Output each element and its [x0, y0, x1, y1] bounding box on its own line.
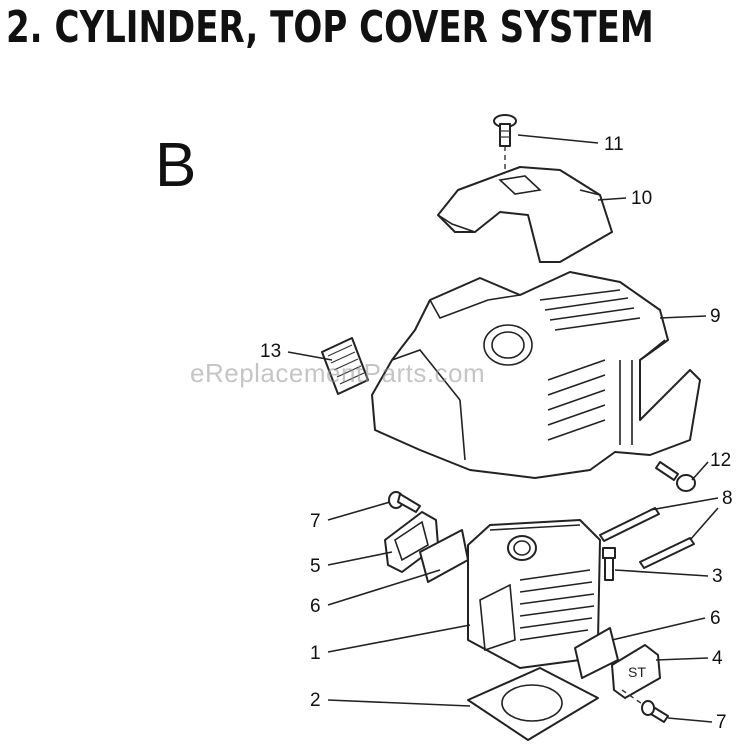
svg-text:ST: ST [628, 664, 646, 680]
part-11-screw[interactable] [493, 114, 517, 176]
callout-1: 1 [310, 643, 321, 664]
page-title: 2. CYLINDER, TOP COVER SYSTEM [6, 2, 654, 53]
section-label: B [155, 131, 197, 200]
callout-11: 11 [604, 134, 624, 155]
part-7-screw-lower[interactable] [641, 700, 669, 723]
part-4-plate[interactable]: ST [611, 644, 661, 709]
callout-6-lower: 6 [710, 608, 721, 629]
watermark: eReplacementParts.com [190, 358, 486, 388]
part-3-spark-plug[interactable] [602, 547, 616, 581]
part-12-bolt[interactable] [655, 461, 696, 492]
callout-4: 4 [712, 648, 723, 669]
callout-7-upper: 7 [310, 511, 321, 532]
part-13-label[interactable] [321, 337, 369, 395]
callout-3: 3 [712, 566, 723, 587]
callout-7-lower: 7 [716, 712, 727, 733]
callout-5: 5 [310, 556, 321, 577]
leader-lines [287, 134, 719, 723]
callout-13: 13 [260, 341, 282, 362]
part-8-studs[interactable] [599, 507, 695, 569]
callout-2: 2 [310, 690, 321, 711]
callout-9: 9 [710, 306, 721, 327]
part-10-top-cover[interactable] [437, 166, 613, 263]
callout-6-upper: 6 [310, 596, 321, 617]
callout-8: 8 [722, 488, 733, 509]
callout-10: 10 [631, 188, 653, 209]
callout-12: 12 [710, 450, 732, 471]
part-6-gasket-lower[interactable] [574, 627, 619, 679]
part-7-screw-upper[interactable] [388, 491, 421, 513]
part-1-cylinder[interactable] [467, 519, 601, 669]
part-2-base-gasket[interactable] [467, 667, 599, 741]
part-9-shroud[interactable] [371, 271, 701, 479]
